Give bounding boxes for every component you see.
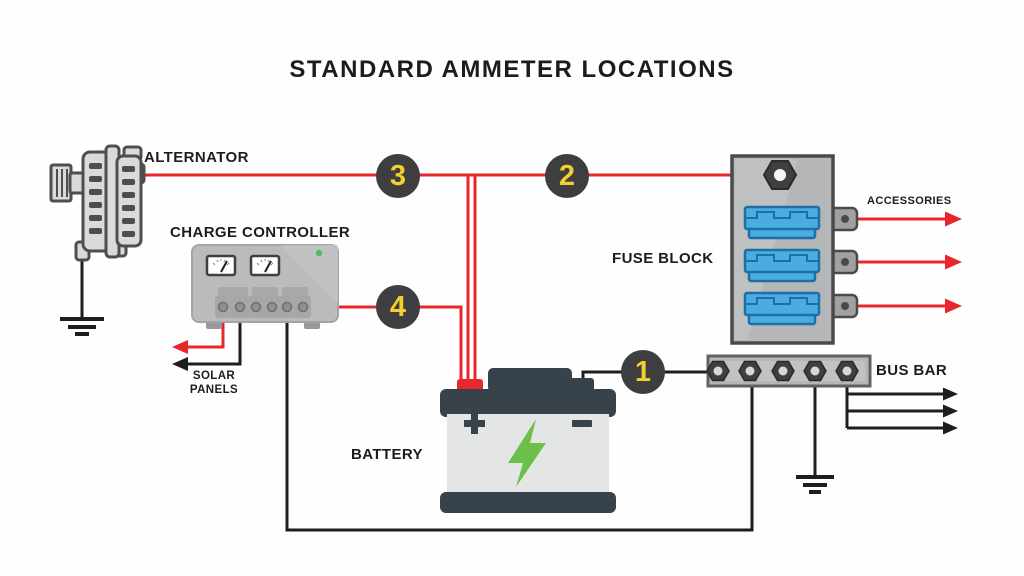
battery-handle — [488, 368, 572, 392]
plus-icon — [464, 413, 485, 434]
battery-icon — [440, 368, 616, 513]
controller-solar-black-wire — [186, 316, 242, 366]
controller-to-busbar-loop-wire — [285, 316, 754, 532]
controller-vents — [218, 287, 308, 296]
controller-terminals — [217, 301, 309, 313]
ammeter-location-marker-1: 1 — [621, 350, 665, 394]
controller-terminal-strip — [215, 296, 311, 318]
accessories-label: ACCESSORIES — [867, 195, 952, 207]
ammeter-location-marker-3: 3 — [376, 154, 420, 198]
controller-to-battery-wire — [303, 305, 463, 384]
charge-controller-label: CHARGE CONTROLLER — [170, 224, 351, 241]
bus-bar-nuts — [706, 360, 859, 382]
alternator-label: ALTERNATOR — [144, 149, 249, 166]
solar-black-arrowhead — [172, 357, 188, 371]
bus-bar-icon — [706, 354, 872, 388]
fuse-icon — [743, 248, 821, 283]
lightning-bolt-icon — [508, 419, 546, 487]
fuse-icon — [743, 205, 821, 240]
ammeter-location-marker-2: 2 — [545, 154, 589, 198]
charge-controller-icon — [191, 244, 339, 329]
accessory-arrowhead-3 — [945, 298, 962, 314]
busbar-ground-icon — [796, 475, 834, 494]
controller-solar-red-wire — [186, 316, 225, 349]
busbar-arrowhead-1 — [943, 387, 958, 401]
red-arrowheads — [172, 211, 962, 354]
fuse-block-label: FUSE BLOCK — [612, 250, 714, 267]
alternator-icon — [49, 144, 146, 262]
hex-nut-icon — [762, 160, 798, 190]
busbar-arrowhead-2 — [943, 404, 958, 418]
meter-icon — [205, 254, 237, 277]
led-icon — [315, 249, 323, 257]
solar-panels-label-line2: PANELS — [189, 384, 239, 397]
battery-negative-terminal — [570, 378, 594, 392]
bus-bar-label: BUS BAR — [876, 362, 948, 379]
minus-icon — [572, 420, 592, 427]
solar-red-arrowhead — [172, 340, 188, 354]
busbar-arrowhead-3 — [943, 421, 958, 435]
fuse-block-icon — [730, 154, 859, 345]
meter-icon — [249, 254, 281, 277]
alternator-ground-icon — [60, 317, 104, 336]
battery-positive-terminal — [457, 379, 483, 392]
ammeter-location-marker-4: 4 — [376, 285, 420, 329]
solar-panels-label: SOLAR PANELS — [168, 369, 260, 398]
page-title: STANDARD AMMETER LOCATIONS — [289, 56, 735, 83]
fuse-icon — [743, 291, 821, 326]
red-wires — [136, 173, 946, 384]
battery-bottom-bar — [440, 492, 616, 513]
accessory-arrowhead-2 — [945, 254, 962, 270]
alternator-fins — [89, 163, 135, 237]
accessory-arrowhead-1 — [945, 211, 962, 227]
solar-panels-label-line1: SOLAR — [192, 370, 236, 382]
controller-highlight — [280, 245, 338, 303]
battery-top-bar — [440, 389, 616, 417]
battery-label: BATTERY — [351, 446, 423, 463]
black-arrowheads — [172, 357, 958, 435]
